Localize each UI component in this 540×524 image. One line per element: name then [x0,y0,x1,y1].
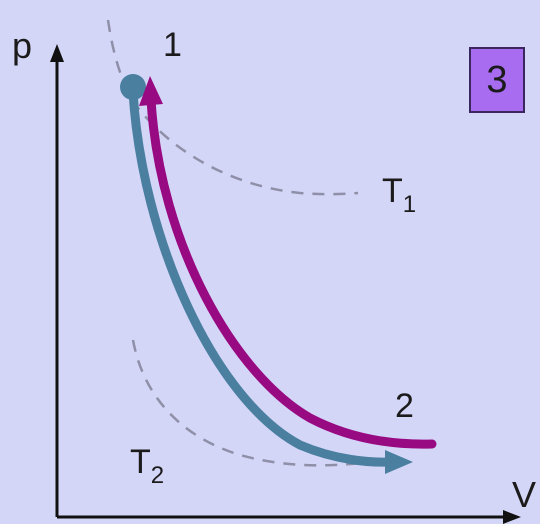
reverse-process-curve [146,95,437,449]
isotherm-t2-label: T2 [130,443,164,489]
isotherm-t2-letter: T [130,443,151,481]
isotherm-t1-letter: T [382,172,403,210]
state-2-label: 2 [395,387,414,425]
y-axis-arrowhead [50,44,64,62]
isotherm-t1-label: T1 [382,172,416,218]
x-axis-label: V [512,474,536,515]
x-axis-arrowhead [503,510,521,524]
forward-process-curve [128,87,397,467]
isotherm-t1-curve [106,19,359,196]
y-axis-label: p [12,25,32,66]
state-1-point [120,74,146,100]
step-number-badge: 3 [469,47,525,113]
isotherm-t2-curve [131,339,373,467]
isotherm-t1-subscript: 1 [403,191,416,218]
isotherm-t2-subscript: 2 [151,462,164,489]
reverse-process-arrowhead [139,76,163,106]
state-1-label: 1 [163,26,182,64]
forward-process-arrowhead [385,450,413,474]
